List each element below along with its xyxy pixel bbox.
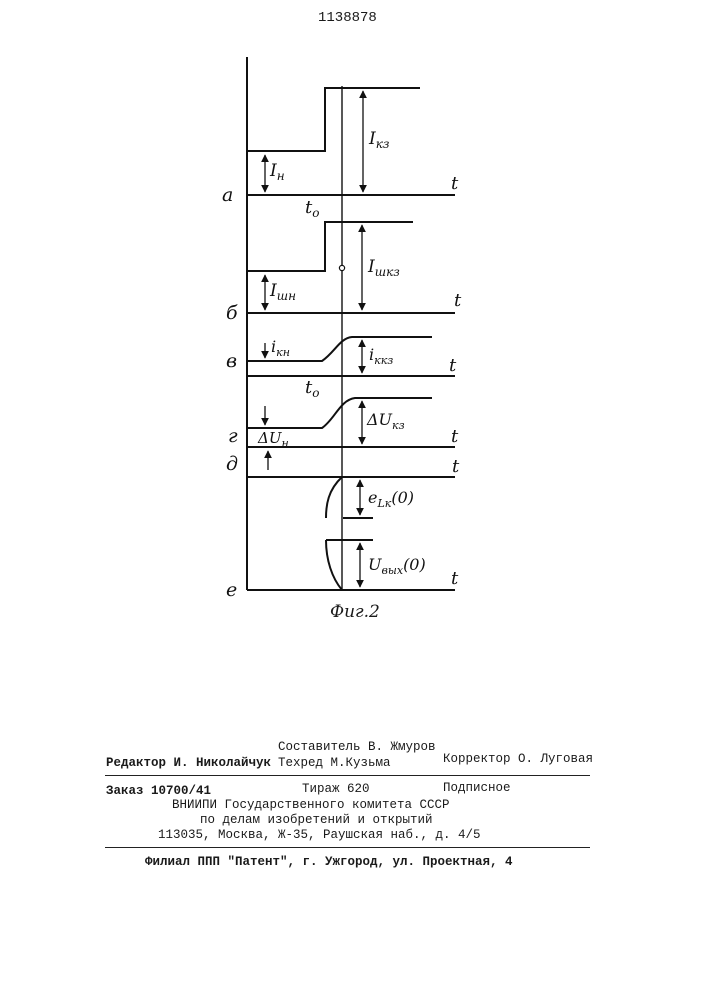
label-e-lk: eLк(0) xyxy=(368,488,414,510)
row-label-d: д xyxy=(226,453,238,475)
label-i-n: Iн xyxy=(269,161,285,183)
corrector-line: Корректор О. Луговая xyxy=(443,752,593,766)
circulation-line: Тираж 620 xyxy=(302,782,370,796)
compiler-line: Составитель В. Жмуров xyxy=(278,740,436,754)
label-du-n: ΔUн xyxy=(257,429,289,450)
branch-line: Филиал ППП "Патент", г. Ужгород, ул. Про… xyxy=(145,855,513,869)
imprint-rule-top xyxy=(105,775,590,776)
order-line: Заказ 10700/41 xyxy=(106,784,211,798)
row-label-e: е xyxy=(226,579,237,601)
figure-caption: Фиг.2 xyxy=(330,602,380,622)
waveform-a xyxy=(247,88,420,151)
t0-label-upper: to xyxy=(305,197,319,220)
label-i-kn: iкн xyxy=(271,337,290,359)
techred-line: Техред М.Кузьма xyxy=(278,756,391,770)
time-label-d: t xyxy=(452,456,460,477)
waveform-e-emf xyxy=(326,477,342,518)
editor-line: Редактор И. Николайчук xyxy=(106,756,271,770)
time-label-v: t xyxy=(449,355,457,376)
t0-label-lower: to xyxy=(305,377,319,400)
label-i-shn: Iшн xyxy=(269,281,296,303)
label-u-out: Uвых(0) xyxy=(368,555,426,577)
row-label-b: б xyxy=(226,302,238,324)
time-label-e: t xyxy=(451,568,459,589)
time-label-b: t xyxy=(454,290,462,311)
subscription-line: Подписное xyxy=(443,781,511,795)
row-label-v: в xyxy=(226,350,237,372)
imprint-rule-bottom xyxy=(105,847,590,848)
org-line-1: ВНИИПИ Государственного комитета СССР xyxy=(172,798,450,812)
waveform-e-out xyxy=(326,540,342,590)
label-i-kkz: iккз xyxy=(369,345,393,367)
time-label-a: t xyxy=(451,173,459,194)
t0-marker xyxy=(339,265,344,270)
label-du-kz: ΔUкз xyxy=(366,410,405,432)
address-line: 113035, Москва, Ж-35, Раушская наб., д. … xyxy=(158,828,481,842)
time-label-g: t xyxy=(451,426,459,447)
label-i-shkz: Iшкз xyxy=(367,257,400,279)
org-line-2: по делам изобретений и открытий xyxy=(200,813,433,827)
label-i-kz: Iкз xyxy=(368,129,389,151)
row-label-a: а xyxy=(222,184,233,206)
timing-diagram: а б в г д е t t t t t t to to Iн Iкз Iшн… xyxy=(0,0,707,640)
waveform-b xyxy=(247,222,413,271)
row-label-g: г xyxy=(228,425,238,447)
